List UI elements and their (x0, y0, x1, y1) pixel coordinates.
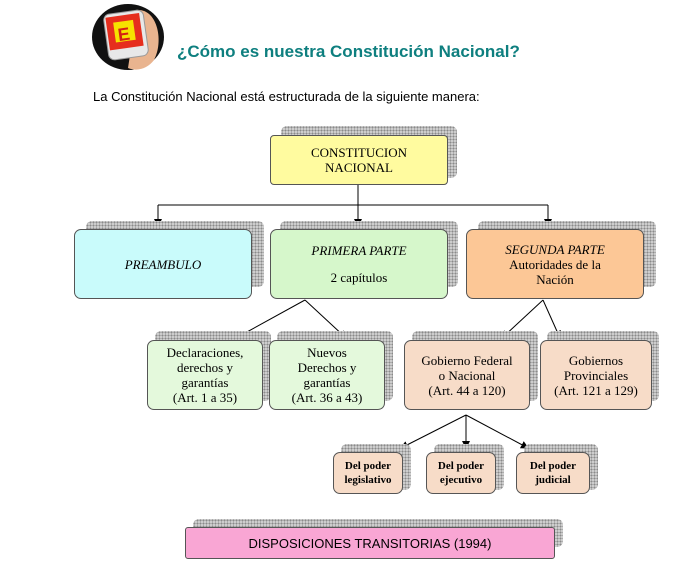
node-poder-legislativo: Del poder legislativo (333, 452, 403, 494)
node-nuevos-derechos: Nuevos Derechos y garantías (Art. 36 a 4… (269, 340, 385, 410)
node-subtitle: Autoridades de la (509, 256, 601, 272)
node-label: Derechos y (297, 360, 357, 375)
node-label: legislativo (344, 474, 392, 486)
intro-text: La Constitución Nacional está estructura… (93, 89, 480, 104)
logo-icon: E (92, 4, 164, 70)
node-disposiciones-transitorias: DISPOSICIONES TRANSITORIAS (1994) (185, 527, 555, 559)
node-label: Gobierno Federal (421, 352, 513, 368)
node-title: SEGUNDA PARTE (505, 241, 605, 257)
node-subtitle: 2 capítulos (330, 270, 388, 285)
logo-letter: E (117, 24, 132, 45)
node-title: PRIMERA PARTE (311, 243, 407, 258)
node-label: judicial (535, 474, 571, 486)
node-label: ejecutivo (439, 474, 483, 486)
node-label: garantías (303, 375, 351, 390)
node-poder-ejecutivo: Del poder ejecutivo (426, 452, 496, 494)
node-segunda-parte: SEGUNDA PARTE Autoridades de la Nación (466, 229, 644, 299)
node-label: NACIONAL (325, 160, 393, 175)
node-label: Del poder (529, 460, 577, 472)
node-label: (Art. 36 a 43) (291, 390, 363, 405)
node-gobiernos-provinciales: Gobiernos Provinciales (Art. 121 a 129) (540, 340, 652, 410)
node-label: DISPOSICIONES TRANSITORIAS (1994) (248, 535, 492, 551)
node-constitucion-nacional: CONSTITUCION NACIONAL (270, 135, 448, 185)
node-label: Nuevos (307, 345, 347, 360)
node-label: Provinciales (563, 367, 629, 383)
node-label: Del poder (437, 460, 485, 472)
logo: E (88, 2, 168, 74)
node-label: derechos y (177, 360, 233, 375)
node-label: Declaraciones, (166, 345, 244, 360)
node-title: PREAMBULO (124, 256, 202, 272)
node-subtitle: Nación (536, 271, 574, 287)
node-label: Gobiernos (568, 352, 624, 368)
node-label: (Art. 121 a 129) (554, 382, 638, 398)
node-label: Del poder (344, 460, 392, 472)
node-label: CONSTITUCION (310, 145, 408, 160)
page-title: ¿Cómo es nuestra Constitución Nacional? (177, 42, 520, 61)
node-label: garantías (181, 375, 229, 390)
node-label: (Art. 44 a 120) (428, 382, 506, 398)
node-preambulo: PREAMBULO (74, 229, 252, 299)
node-label: o Nacional (438, 367, 496, 383)
node-label: (Art. 1 a 35) (172, 390, 238, 405)
node-declaraciones: Declaraciones, derechos y garantías (Art… (147, 340, 263, 410)
node-primera-parte: PRIMERA PARTE 2 capítulos (270, 229, 448, 299)
node-gobierno-federal: Gobierno Federal o Nacional (Art. 44 a 1… (404, 340, 530, 410)
node-poder-judicial: Del poder judicial (516, 452, 590, 494)
